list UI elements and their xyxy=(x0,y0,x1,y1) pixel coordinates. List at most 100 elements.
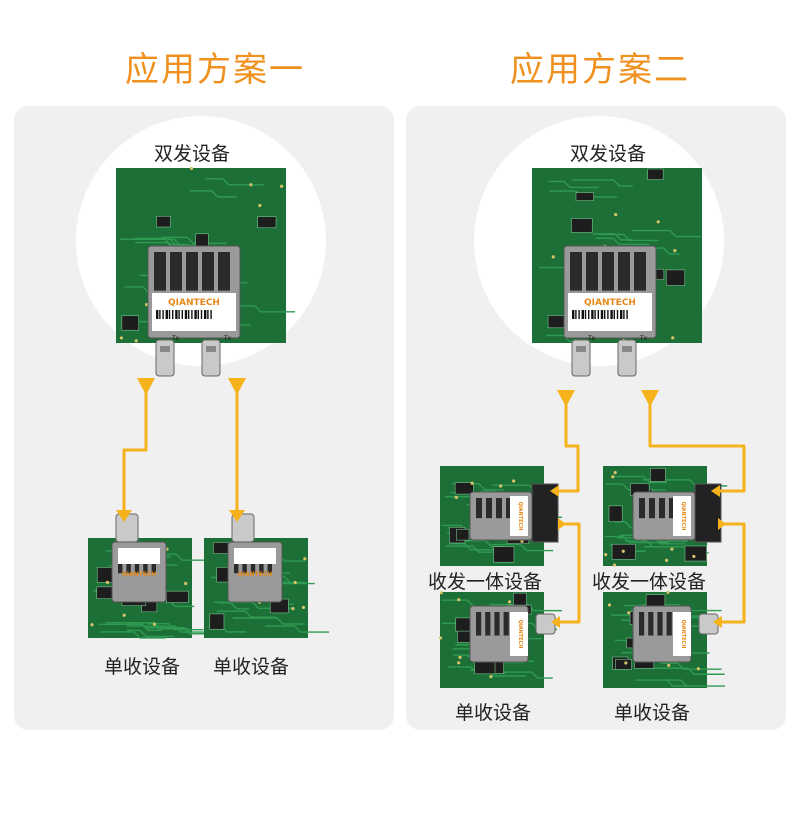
pcb-pad xyxy=(438,636,443,640)
pcb-trace xyxy=(548,180,599,189)
pcb-trace xyxy=(146,622,204,631)
arrow-icon xyxy=(229,510,245,522)
module-label xyxy=(510,612,528,656)
pcb-trace xyxy=(664,679,726,687)
barcode-bar xyxy=(178,310,180,319)
pcb-trace xyxy=(100,631,166,639)
module-vent xyxy=(669,498,675,519)
scheme2-transceiver-2-label: 收发一体设备 xyxy=(592,571,707,593)
barcode-bar xyxy=(623,310,625,319)
pcb-pad xyxy=(189,166,194,170)
barcode-bar xyxy=(162,310,164,319)
scheme2-transceiver-2: QIANTECH xyxy=(603,466,728,567)
ic-chip-icon xyxy=(647,168,664,180)
pcb-pad xyxy=(105,580,110,585)
pcb-trace xyxy=(205,178,264,186)
module-label xyxy=(673,612,691,656)
pcb-pad xyxy=(671,336,675,340)
pcb-pad xyxy=(90,623,94,627)
pcb-trace xyxy=(489,671,553,679)
pcb-pad xyxy=(489,675,493,679)
barcode-bar xyxy=(165,310,168,319)
pcb-pad xyxy=(134,339,138,343)
module-vent xyxy=(570,252,582,291)
ic-chip-icon xyxy=(156,215,171,228)
module-brand-text: QIANTECH xyxy=(122,571,157,578)
scheme1-receiver-1: QIANTECH xyxy=(88,513,219,639)
scheme2-fiber-line-2 xyxy=(648,394,746,493)
pcb-pad xyxy=(258,203,262,208)
pcb-pad xyxy=(612,563,617,567)
module-label xyxy=(234,548,276,564)
barcode-bar xyxy=(159,310,161,319)
arrow-icon xyxy=(557,390,575,407)
barcode-bar xyxy=(616,310,619,319)
ic-chip-icon xyxy=(608,505,623,522)
module-vent xyxy=(618,252,630,291)
barcode-bar xyxy=(604,310,606,319)
module-vent xyxy=(666,612,672,636)
barcode-bar xyxy=(181,310,183,319)
pcb-pad xyxy=(470,481,474,485)
barcode-bar xyxy=(588,310,590,319)
module-label xyxy=(118,548,160,564)
barcode-bar xyxy=(610,310,613,319)
barcode-bar xyxy=(581,310,584,319)
pcb-trace xyxy=(660,662,722,670)
module-vent xyxy=(649,498,655,519)
arrow-icon xyxy=(228,378,246,395)
arrow-icon xyxy=(641,390,659,407)
pcb-pad xyxy=(301,605,306,610)
module-vent xyxy=(602,252,614,291)
module-brand-text: QIANTECH xyxy=(680,620,686,649)
pcb-pad xyxy=(439,591,443,595)
module-vent xyxy=(485,612,491,636)
pcb-trace xyxy=(449,543,507,551)
pcb-pad xyxy=(291,607,295,611)
pcb-pad xyxy=(611,475,615,479)
pcb-pad xyxy=(624,661,628,665)
barcode-bar xyxy=(572,310,575,319)
module-vent xyxy=(486,498,492,519)
pcb-pad xyxy=(458,655,462,659)
module-vent xyxy=(494,612,500,636)
ic-chip-icon xyxy=(209,613,225,630)
pcb-pad xyxy=(280,184,284,188)
module-vent xyxy=(154,252,166,291)
pcb-trace xyxy=(189,190,237,198)
pcb-trace xyxy=(613,475,667,484)
arrow-icon xyxy=(558,518,566,530)
barcode-bar xyxy=(207,310,209,319)
scheme1-title: 应用方案一 xyxy=(125,50,305,90)
pcb-trace xyxy=(445,545,493,553)
barcode-bar xyxy=(197,310,199,319)
pcb-pad xyxy=(119,336,124,340)
barcode-bar xyxy=(191,310,193,319)
arrow-icon xyxy=(116,510,132,522)
module-vent xyxy=(657,612,663,636)
module-vent xyxy=(586,252,598,291)
pcb-pad xyxy=(613,471,617,475)
scheme2-receiver-1: QIANTECH xyxy=(438,591,562,688)
scheme1-dual-tx-label: 双发设备 xyxy=(154,143,231,165)
pcb-trace xyxy=(631,229,701,238)
pcb-pad xyxy=(507,600,512,604)
pcb-pad xyxy=(122,613,126,617)
pcb-pad xyxy=(499,484,503,488)
pcb-trace xyxy=(571,179,633,187)
module-vent xyxy=(639,612,645,636)
pcb-pad xyxy=(457,598,461,602)
ic-chip-icon xyxy=(257,216,277,229)
pcb-trace xyxy=(161,236,227,244)
ic-chip-icon xyxy=(493,546,515,563)
pcb-pad xyxy=(667,663,671,667)
ic-chip-icon xyxy=(456,528,470,541)
ic-chip-icon xyxy=(571,218,593,233)
module-vent xyxy=(202,252,214,291)
pcb-pad xyxy=(520,539,524,543)
barcode-bar xyxy=(578,310,580,319)
pcb-trace xyxy=(595,237,650,245)
barcode-bar xyxy=(188,310,190,319)
pcb-trace xyxy=(265,625,330,633)
